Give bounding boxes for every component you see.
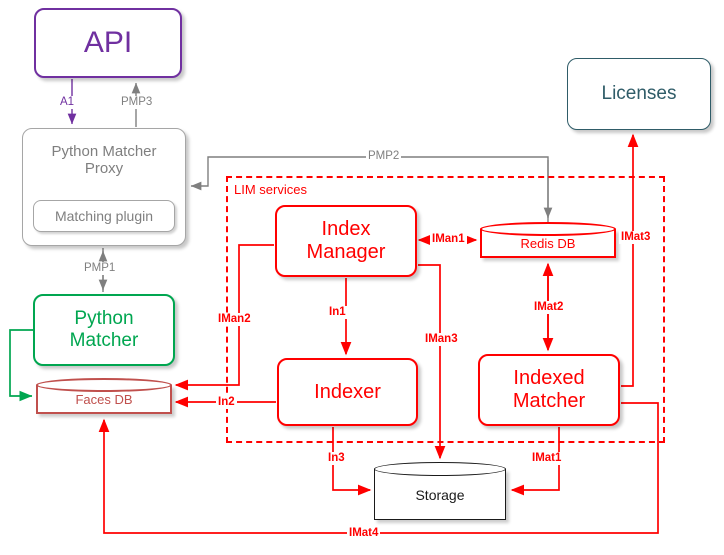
- edge-label-a1: A1: [58, 96, 77, 109]
- edge-label-in2: In2: [216, 396, 237, 409]
- node-matching-plugin[interactable]: Matching plugin: [33, 200, 175, 232]
- edge-label-imat3: IMat3: [619, 231, 653, 244]
- node-python-matcher-label: Python Matcher: [69, 308, 139, 351]
- edge-label-iman1: IMan1: [430, 233, 467, 246]
- edge-label-pmp3: PMP3: [119, 96, 155, 109]
- edge-label-iman3: IMan3: [423, 333, 460, 346]
- redis-db-top: [480, 222, 616, 236]
- node-python-matcher-proxy-label: Python Matcher Proxy: [51, 143, 157, 178]
- node-index-manager[interactable]: Index Manager: [275, 205, 417, 277]
- group-lim-services-label: LIM services: [231, 182, 310, 197]
- edge-label-pmp1: PMP1: [82, 262, 118, 275]
- node-api-label: API: [83, 25, 133, 59]
- node-licenses[interactable]: Licenses: [567, 58, 711, 130]
- node-redis-db-label: Redis DB: [520, 236, 576, 251]
- node-storage[interactable]: Storage: [374, 462, 506, 520]
- edge-label-iman2: IMan2: [216, 313, 253, 326]
- edge-label-imat4: IMat4: [347, 527, 381, 540]
- node-licenses-label: Licenses: [601, 83, 677, 105]
- node-indexer[interactable]: Indexer: [277, 358, 418, 426]
- edge-label-imat1: IMat1: [530, 452, 564, 465]
- edge-label-in3: In3: [326, 452, 347, 465]
- node-indexer-label: Indexer: [314, 380, 381, 403]
- node-storage-label: Storage: [415, 486, 465, 503]
- node-faces-db-label: Faces DB: [75, 392, 133, 407]
- edge-label-pmp2: PMP2: [366, 150, 402, 163]
- storage-top: [374, 462, 506, 476]
- edge-python-matcher-faces-db: [9, 329, 33, 402]
- node-api[interactable]: API: [34, 8, 182, 78]
- node-redis-db[interactable]: Redis DB: [480, 222, 616, 258]
- faces-db-top: [36, 378, 172, 392]
- node-index-manager-label: Index Manager: [306, 218, 386, 263]
- group-lim-services: [226, 176, 665, 443]
- edge-label-imat2: IMat2: [532, 301, 566, 314]
- node-matching-plugin-label: Matching plugin: [54, 207, 154, 224]
- node-faces-db[interactable]: Faces DB: [36, 378, 172, 414]
- node-python-matcher[interactable]: Python Matcher: [33, 294, 175, 366]
- node-indexed-matcher[interactable]: Indexed Matcher: [478, 354, 620, 426]
- edge-label-in1: In1: [327, 306, 348, 319]
- node-indexed-matcher-label: Indexed Matcher: [512, 367, 586, 412]
